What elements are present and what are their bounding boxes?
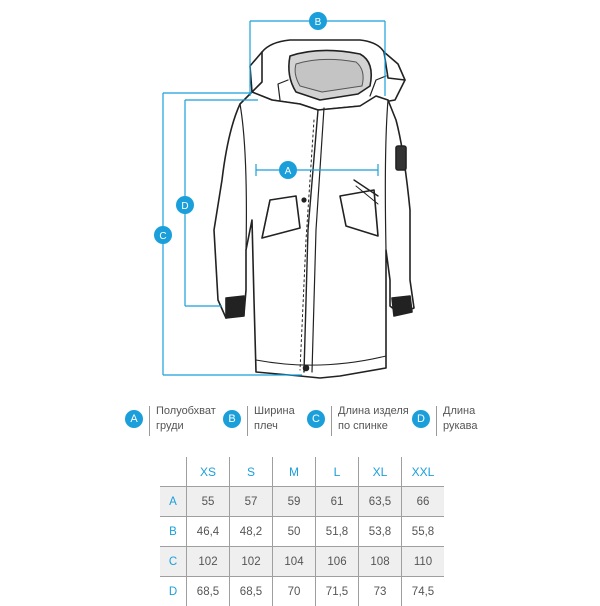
jacket-size-diagram: B A D C bbox=[0, 0, 600, 395]
table-cell: 104 bbox=[273, 547, 316, 577]
table-cell: 57 bbox=[230, 487, 273, 517]
legend-divider bbox=[149, 406, 150, 436]
table-cell: 102 bbox=[230, 547, 273, 577]
table-cell: 73 bbox=[359, 577, 402, 606]
legend-text: Полуобхват груди bbox=[156, 404, 216, 434]
legend-item-d: D Длина рукава bbox=[412, 404, 478, 436]
table-cell: 68,5 bbox=[187, 577, 230, 606]
size-header-row: XS S M L XL XXL bbox=[160, 457, 444, 487]
legend-badge: A bbox=[125, 410, 143, 428]
table-cell: 48,2 bbox=[230, 517, 273, 547]
legend-item-a: A Полуобхват груди bbox=[125, 404, 216, 436]
size-header: S bbox=[230, 457, 273, 487]
table-cell: 110 bbox=[402, 547, 445, 577]
table-row-a: A 55 57 59 61 63,5 66 bbox=[160, 487, 444, 517]
legend-line2: плеч bbox=[254, 419, 295, 434]
legend-line2: по спинке bbox=[338, 419, 409, 434]
table-cell: 50 bbox=[273, 517, 316, 547]
table-row-d: D 68,5 68,5 70 71,5 73 74,5 bbox=[160, 577, 444, 606]
table-cell: 108 bbox=[359, 547, 402, 577]
legend-text: Ширина плеч bbox=[254, 404, 295, 434]
table-corner bbox=[160, 457, 187, 487]
dimension-a-label: A bbox=[285, 166, 292, 177]
legend-item-c: C Длина изделя по спинке bbox=[307, 404, 409, 436]
table-cell: 53,8 bbox=[359, 517, 402, 547]
table-cell: 59 bbox=[273, 487, 316, 517]
row-label: A bbox=[160, 487, 187, 517]
table-cell: 55,8 bbox=[402, 517, 445, 547]
table-row-c: C 102 102 104 106 108 110 bbox=[160, 547, 444, 577]
row-label: B bbox=[160, 517, 187, 547]
table-cell: 61 bbox=[316, 487, 359, 517]
legend-line1: Длина изделя bbox=[338, 404, 409, 419]
table-cell: 46,4 bbox=[187, 517, 230, 547]
table-cell: 66 bbox=[402, 487, 445, 517]
size-header: XXL bbox=[402, 457, 445, 487]
legend-line1: Полуобхват bbox=[156, 404, 216, 419]
legend-badge: C bbox=[307, 410, 325, 428]
table-cell: 71,5 bbox=[316, 577, 359, 606]
table-cell: 102 bbox=[187, 547, 230, 577]
table-row-b: B 46,4 48,2 50 51,8 53,8 55,8 bbox=[160, 517, 444, 547]
table-cell: 68,5 bbox=[230, 577, 273, 606]
table-cell: 106 bbox=[316, 547, 359, 577]
row-label: C bbox=[160, 547, 187, 577]
row-label: D bbox=[160, 577, 187, 606]
jacket-illustration bbox=[214, 40, 414, 378]
legend-line1: Длина bbox=[443, 404, 478, 419]
legend-divider bbox=[247, 406, 248, 436]
legend-badge: B bbox=[223, 410, 241, 428]
legend-line2: груди bbox=[156, 419, 216, 434]
dimension-b-label: B bbox=[315, 17, 322, 28]
table-cell: 63,5 bbox=[359, 487, 402, 517]
size-table: XS S M L XL XXL A 55 57 59 61 63,5 66 B … bbox=[160, 457, 444, 606]
table-cell: 55 bbox=[187, 487, 230, 517]
legend-text: Длина рукава bbox=[443, 404, 478, 434]
table-cell: 74,5 bbox=[402, 577, 445, 606]
dimension-c-label: C bbox=[159, 231, 166, 242]
legend-line1: Ширина bbox=[254, 404, 295, 419]
legend-item-b: B Ширина плеч bbox=[223, 404, 295, 436]
size-header: L bbox=[316, 457, 359, 487]
size-header: XL bbox=[359, 457, 402, 487]
size-header: XS bbox=[187, 457, 230, 487]
legend-badge: D bbox=[412, 410, 430, 428]
dimension-d-label: D bbox=[181, 201, 188, 212]
size-header: M bbox=[273, 457, 316, 487]
legend-divider bbox=[436, 406, 437, 436]
legend-text: Длина изделя по спинке bbox=[338, 404, 409, 434]
legend-divider bbox=[331, 406, 332, 436]
table-cell: 51,8 bbox=[316, 517, 359, 547]
table-cell: 70 bbox=[273, 577, 316, 606]
dimension-legend: A Полуобхват груди B Ширина плеч C Длина… bbox=[0, 404, 600, 444]
legend-line2: рукава bbox=[443, 419, 478, 434]
